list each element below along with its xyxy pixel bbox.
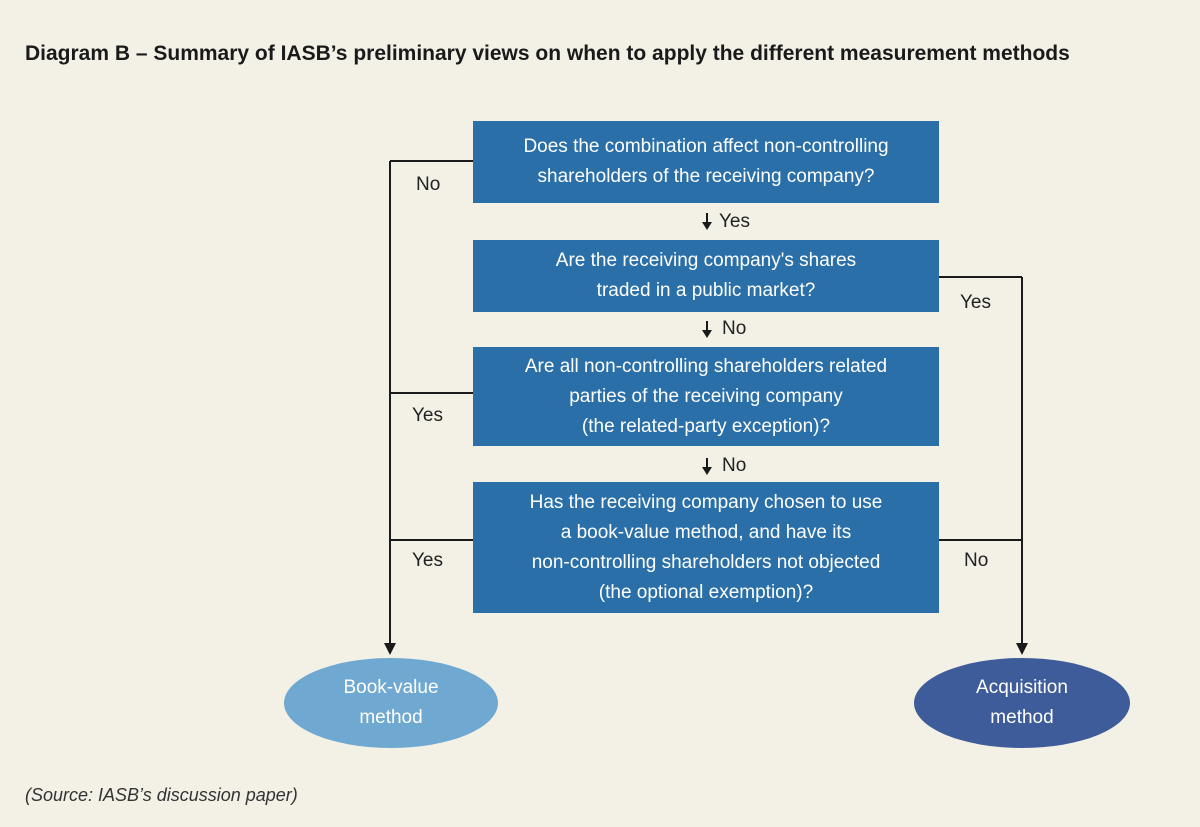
question-text: Has the receiving company chosen to use … <box>529 491 883 603</box>
source-note: (Source: IASB’s discussion paper) <box>25 785 298 805</box>
down-arrow-icon <box>702 213 712 230</box>
book-value-method-label: Book-value method <box>343 677 439 728</box>
book-value-method-oval: Book-value method <box>284 658 498 748</box>
diagram-title: Diagram B – Summary of IASB’s preliminar… <box>25 42 1070 65</box>
question-box-2: Are the receiving company's shares trade… <box>473 240 939 312</box>
question-box-1: Does the combination affect non-controll… <box>473 121 939 203</box>
question-text: Are all non-controlling shareholders rel… <box>524 355 888 437</box>
left-label-no: No <box>416 174 441 195</box>
acquisition-method-label: Acquisition method <box>976 677 1068 728</box>
right-label-no: No <box>964 550 989 571</box>
down-arrow-icon <box>702 458 712 475</box>
question-text: Does the combination affect non-controll… <box>523 136 889 187</box>
right-trunk-arrow <box>1016 643 1028 655</box>
right-label-yes: Yes <box>960 292 991 313</box>
question-text: Are the receiving company's shares trade… <box>555 250 857 301</box>
down-arrow-icon <box>702 321 712 338</box>
acquisition-method-oval: Acquisition method <box>914 658 1130 748</box>
question-box-4: Has the receiving company chosen to use … <box>473 482 939 613</box>
down-label-no: No <box>722 318 747 339</box>
question-box-3: Are all non-controlling shareholders rel… <box>473 347 939 446</box>
left-trunk-arrow <box>384 643 396 655</box>
down-label-no: No <box>722 455 747 476</box>
left-label-yes: Yes <box>412 550 443 571</box>
left-label-yes: Yes <box>412 405 443 426</box>
down-label-yes: Yes <box>719 211 750 232</box>
